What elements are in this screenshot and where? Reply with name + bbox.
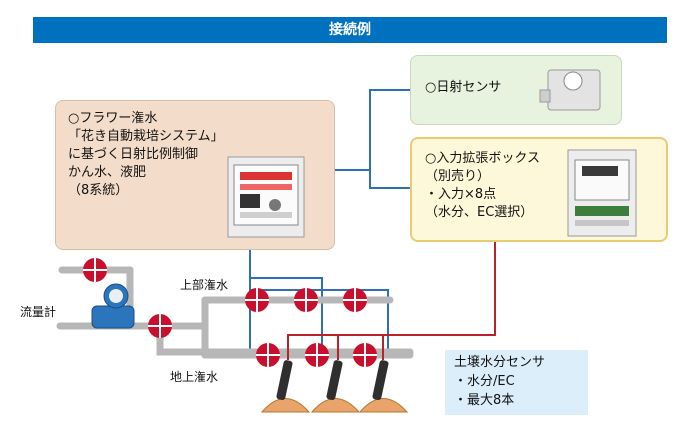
valve-main — [148, 314, 172, 338]
valve-ground-3 — [353, 343, 377, 367]
controller-line-5: （8系統） — [68, 183, 129, 198]
moisture-line-1: 土壌水分センサ — [454, 355, 546, 370]
expansion-line-1: ○入力拡張ボックス — [425, 151, 540, 166]
moisture-line-3: ・最大8本 — [454, 393, 515, 408]
valve-overhead-3 — [343, 288, 367, 312]
title-bar: 接続例 — [33, 17, 667, 43]
overhead-irrigation-label: 上部潅水 — [180, 278, 229, 292]
valve-ground-1 — [256, 343, 280, 367]
solar-sensor-image — [539, 69, 601, 111]
expansion-line-3: ・入力×8点 — [425, 187, 497, 202]
flow-meter-icon — [91, 283, 135, 329]
valve-overhead-2 — [294, 288, 318, 312]
valve-overhead-1 — [245, 288, 269, 312]
expansion-line-2: （別売り） — [425, 169, 491, 184]
expansion-box-image — [567, 149, 637, 237]
solar-sensor-label: ○日射センサ — [425, 80, 502, 95]
controller-device-image — [227, 156, 305, 238]
soil-probe-2 — [310, 360, 361, 413]
soil-probe-1 — [260, 360, 311, 413]
red-wires — [287, 242, 496, 360]
controller-line-4: かん水、液肥 — [68, 165, 147, 180]
ground-irrigation-label: 地上潅水 — [170, 370, 219, 384]
controller-line-1: ○フラワー潅水 — [68, 111, 158, 126]
flow-meter-label: 流量計 — [20, 305, 57, 319]
diagram-title: 接続例 — [329, 22, 371, 38]
controller-line-3: に基づく日射比例制御 — [68, 147, 199, 162]
expansion-line-4: （水分、EC選択） — [425, 205, 534, 220]
soil-moisture-sensor-box — [445, 350, 588, 415]
moisture-line-2: ・水分/EC — [454, 374, 515, 389]
soil-probe-3 — [358, 360, 409, 413]
controller-line-2: 「花き自動栽培システム」 — [68, 129, 224, 144]
soil-sensors — [260, 360, 409, 413]
valve-ground-2 — [305, 343, 329, 367]
valves — [83, 258, 377, 367]
valve-inlet — [83, 258, 107, 282]
blue-wires — [249, 89, 410, 352]
